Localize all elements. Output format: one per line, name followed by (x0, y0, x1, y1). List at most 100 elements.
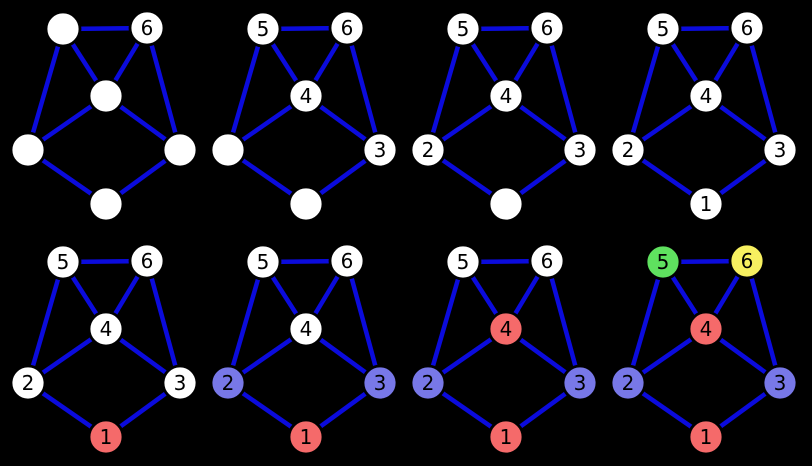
node-label-tr: 6 (741, 16, 754, 40)
node-right (761, 364, 799, 402)
edge-tr-right (544, 260, 583, 384)
node-label-left: 2 (22, 371, 35, 395)
node-tl (44, 10, 82, 48)
node-label-tl: 5 (257, 250, 270, 274)
node-right (361, 131, 399, 169)
node-label-tr: 6 (341, 16, 354, 40)
node-label-tl: 5 (257, 17, 270, 41)
node-bottom (487, 185, 525, 223)
node-label-tl: 5 (657, 250, 670, 274)
node-mid (687, 77, 725, 115)
node-tr (328, 9, 366, 47)
node-label-mid: 4 (300, 317, 313, 341)
node-label-right: 3 (574, 371, 587, 395)
node-label-right: 3 (374, 138, 387, 162)
node-tr (328, 242, 366, 280)
node-right (761, 131, 799, 169)
node-bottom (287, 418, 325, 456)
node-left (609, 364, 647, 402)
node-label-left: 2 (422, 138, 435, 162)
node-tr (128, 242, 166, 280)
node-label-bottom: 1 (300, 425, 313, 449)
node-label-tr: 6 (541, 16, 554, 40)
node-mid (287, 77, 325, 115)
node-mid (87, 310, 125, 348)
node-mid (687, 310, 725, 348)
node-left (609, 131, 647, 169)
node-label-left: 2 (222, 371, 235, 395)
node-label-left: 2 (622, 138, 635, 162)
edge-tr-right (344, 260, 383, 384)
node-left (9, 364, 47, 402)
node-label-mid: 4 (500, 84, 513, 108)
node-label-tl: 5 (457, 250, 470, 274)
node-right (361, 364, 399, 402)
node-label-tr: 6 (141, 16, 154, 40)
node-left (409, 131, 447, 169)
node-label-left: 2 (622, 371, 635, 395)
edge-tl-left (425, 28, 466, 151)
node-label-bottom: 1 (100, 425, 113, 449)
node-tl (44, 243, 82, 281)
edge-tl-left (425, 261, 466, 384)
node-mid (487, 77, 525, 115)
node-label-tr: 6 (541, 249, 554, 273)
edge-tr-right (544, 27, 583, 151)
node-label-right: 3 (374, 371, 387, 395)
edge-tr-right (744, 27, 783, 151)
node-label-tl: 5 (57, 250, 70, 274)
node-tl (244, 10, 282, 48)
node-tr (528, 9, 566, 47)
node-bottom (687, 418, 725, 456)
node-right (161, 364, 199, 402)
node-tr (728, 9, 766, 47)
node-left (209, 131, 247, 169)
node-bottom (687, 185, 725, 223)
node-label-right: 3 (774, 371, 787, 395)
node-left (209, 364, 247, 402)
node-label-mid: 4 (500, 317, 513, 341)
node-bottom (87, 185, 125, 223)
node-label-right: 3 (574, 138, 587, 162)
node-label-right: 3 (174, 371, 187, 395)
node-tl (644, 243, 682, 281)
edge-tl-left (225, 261, 266, 384)
node-label-mid: 4 (700, 84, 713, 108)
node-right (161, 131, 199, 169)
edge-tl-left (625, 261, 666, 384)
node-label-mid: 4 (100, 317, 113, 341)
node-bottom (287, 185, 325, 223)
node-label-mid: 4 (300, 84, 313, 108)
edge-tl-left (225, 28, 266, 151)
node-label-tl: 5 (657, 17, 670, 41)
node-tl (644, 10, 682, 48)
node-mid (287, 310, 325, 348)
edge-tr-right (144, 27, 183, 151)
graph-step-3: 5 6 4 2 3 (409, 9, 599, 223)
node-label-bottom: 1 (500, 425, 513, 449)
edge-tr-right (744, 260, 783, 384)
edge-tl-left (625, 28, 666, 151)
node-label-mid: 4 (700, 317, 713, 341)
node-label-tl: 5 (457, 17, 470, 41)
node-left (409, 364, 447, 402)
node-label-tr: 6 (341, 249, 354, 273)
node-left (9, 131, 47, 169)
node-tl (244, 243, 282, 281)
edge-tr-right (344, 27, 383, 151)
graph-step-1: 6 (9, 9, 199, 223)
edge-tr-right (144, 260, 183, 384)
node-tr (728, 242, 766, 280)
node-bottom (87, 418, 125, 456)
graph-step-2: 5 6 4 3 (209, 9, 399, 223)
node-right (561, 364, 599, 402)
node-mid (487, 310, 525, 348)
node-bottom (487, 418, 525, 456)
node-tr (128, 9, 166, 47)
edge-tl-left (25, 261, 66, 384)
